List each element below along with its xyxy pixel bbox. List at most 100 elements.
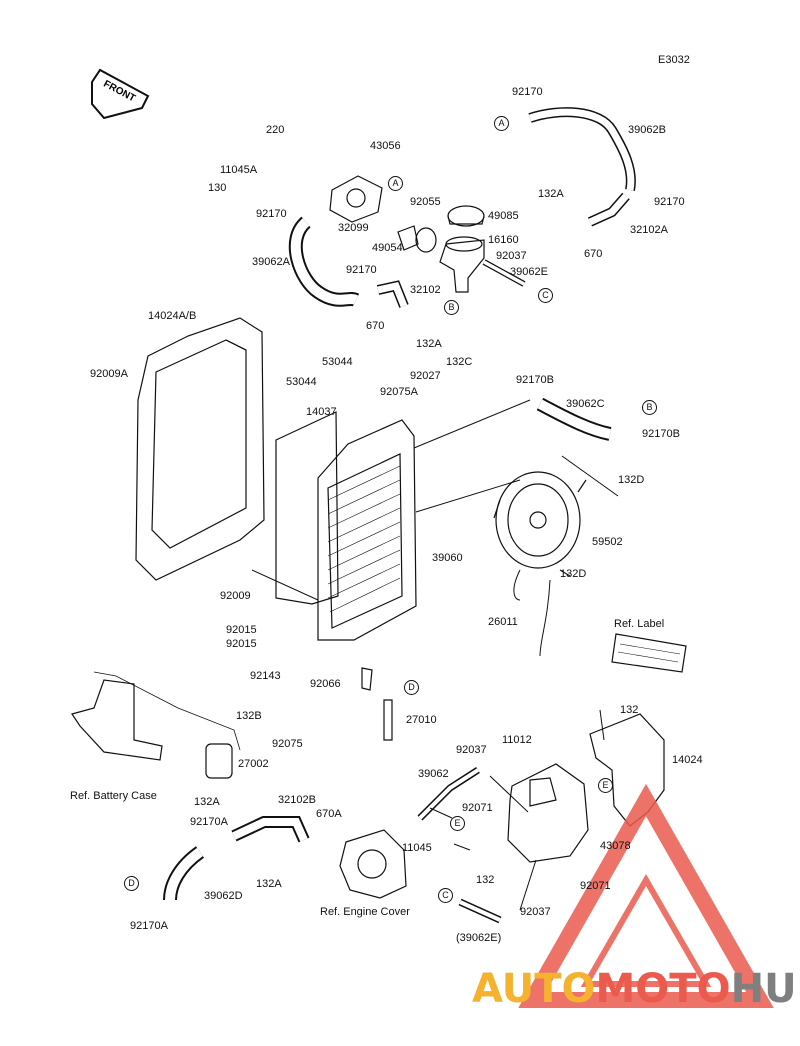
callout-label: 43056 bbox=[370, 140, 401, 152]
callout-label: 92037 bbox=[456, 744, 487, 756]
callout-label: 92015 bbox=[226, 638, 257, 650]
callout-label: 132 bbox=[476, 874, 495, 886]
radiator-core bbox=[317, 419, 417, 641]
callout-label: 92170 bbox=[346, 264, 377, 276]
callout-label: 11045A bbox=[220, 164, 258, 176]
callout-label: 130 bbox=[208, 182, 227, 194]
callout-label: 92170 bbox=[256, 208, 287, 220]
callout-label: 39060 bbox=[432, 552, 463, 564]
hose-39062b bbox=[528, 107, 636, 191]
callout-label: 92075A bbox=[380, 386, 418, 398]
callout-label: 39062B bbox=[628, 124, 666, 136]
diagram-code: E3032 bbox=[658, 54, 690, 66]
callout-label: 670 bbox=[584, 248, 603, 260]
callout-label: 43078 bbox=[600, 840, 631, 852]
callout-label: 39062C bbox=[566, 398, 605, 410]
callout-label: 92015 bbox=[226, 624, 257, 636]
callout-label: 39062D bbox=[204, 890, 243, 902]
callout-label: 132C bbox=[446, 356, 473, 368]
callout-label: 92170B bbox=[516, 374, 554, 386]
callout-label: 92055 bbox=[410, 196, 441, 208]
callout-label: 32102B bbox=[278, 794, 316, 806]
callout-label: 92170A bbox=[130, 920, 168, 932]
ref-engine-cover: Ref. Engine Cover bbox=[320, 906, 410, 918]
callout-label: (39062E) bbox=[456, 932, 502, 944]
thermostat-housing bbox=[329, 175, 383, 223]
callout-label: 670A bbox=[316, 808, 342, 820]
callout-label: 27010 bbox=[406, 714, 437, 726]
callout-label: 92027 bbox=[410, 370, 441, 382]
callout-label: 132D bbox=[560, 568, 587, 580]
callout-label: 53044 bbox=[322, 356, 353, 368]
callout-label: 92170B bbox=[642, 428, 680, 440]
callout-label: 32099 bbox=[338, 222, 369, 234]
callout-label: 92066 bbox=[310, 678, 341, 690]
callout-label: 14024 bbox=[672, 754, 703, 766]
marker-b: B bbox=[642, 400, 657, 415]
callout-label: 59502 bbox=[592, 536, 623, 548]
fan-switch bbox=[205, 743, 233, 779]
callout-label: 132A bbox=[538, 188, 564, 200]
cooling-fan bbox=[495, 471, 581, 569]
callout-label: 16160 bbox=[488, 234, 519, 246]
callout-label: 27002 bbox=[238, 758, 269, 770]
callout-label: 92037 bbox=[496, 250, 527, 262]
callout-label: 92075 bbox=[272, 738, 303, 750]
filler-neck bbox=[439, 239, 485, 293]
watermark-triangle-icon bbox=[518, 783, 774, 1008]
callout-label: 92071 bbox=[580, 880, 611, 892]
callout-label: 32102 bbox=[410, 284, 441, 296]
brand-part-2: MOTO bbox=[595, 966, 731, 1012]
callout-label: 92071 bbox=[462, 802, 493, 814]
marker-d: D bbox=[124, 876, 139, 891]
marker-a: A bbox=[494, 116, 509, 131]
callout-label: 132A bbox=[416, 338, 442, 350]
callout-label: 53044 bbox=[286, 376, 317, 388]
callout-label: 39062E bbox=[510, 266, 548, 278]
marker-e: E bbox=[598, 778, 613, 793]
marker-c: C bbox=[438, 888, 453, 903]
callout-label: 11012 bbox=[502, 734, 532, 746]
callout-label: 220 bbox=[266, 124, 285, 136]
callout-label: 49085 bbox=[488, 210, 519, 222]
brand-part-1: AUTO bbox=[472, 966, 596, 1012]
radiator-cap bbox=[447, 205, 485, 227]
battery-case-bracket bbox=[71, 679, 163, 761]
callout-label: 132D bbox=[618, 474, 645, 486]
marker-e: E bbox=[450, 816, 465, 831]
radiator-screen bbox=[275, 411, 339, 605]
callout-label: 132B bbox=[236, 710, 262, 722]
callout-label: 92009A bbox=[90, 368, 128, 380]
callout-label: 92170 bbox=[512, 86, 543, 98]
callout-label: 92037 bbox=[520, 906, 551, 918]
callout-label: 132A bbox=[194, 796, 220, 808]
callout-label: 92170 bbox=[654, 196, 685, 208]
callout-label: 132 bbox=[620, 704, 639, 716]
callout-label: 39062 bbox=[418, 768, 449, 780]
marker-a: A bbox=[388, 176, 403, 191]
callout-label: 132A bbox=[256, 878, 282, 890]
callout-label: 670 bbox=[366, 320, 385, 332]
marker-c: C bbox=[538, 288, 553, 303]
callout-label: 14024A/B bbox=[148, 310, 197, 322]
callout-label: 14037 bbox=[306, 406, 337, 418]
ref-label-plate bbox=[611, 633, 687, 673]
callout-label: 49054 bbox=[372, 242, 403, 254]
marker-b: B bbox=[444, 300, 459, 315]
ref-battery-case: Ref. Battery Case bbox=[70, 790, 157, 802]
ref-label-text: Ref. Label bbox=[614, 618, 665, 630]
radiator-shroud bbox=[135, 317, 265, 581]
reservoir-tank bbox=[507, 763, 589, 863]
callout-label: 92143 bbox=[250, 670, 281, 682]
callout-label: 92009 bbox=[220, 590, 251, 602]
front-arrow-icon bbox=[91, 68, 150, 120]
callout-label: 26011 bbox=[488, 616, 518, 628]
brand-part-3: HUB bbox=[730, 966, 800, 1012]
callout-label: 92170A bbox=[190, 816, 228, 828]
engine-cover bbox=[339, 829, 407, 899]
marker-d: D bbox=[404, 680, 419, 695]
callout-label: 32102A bbox=[630, 224, 668, 236]
watermark-brand: AUTOMOTOHUB bbox=[472, 966, 800, 1012]
callout-label: 39062A bbox=[252, 256, 290, 268]
